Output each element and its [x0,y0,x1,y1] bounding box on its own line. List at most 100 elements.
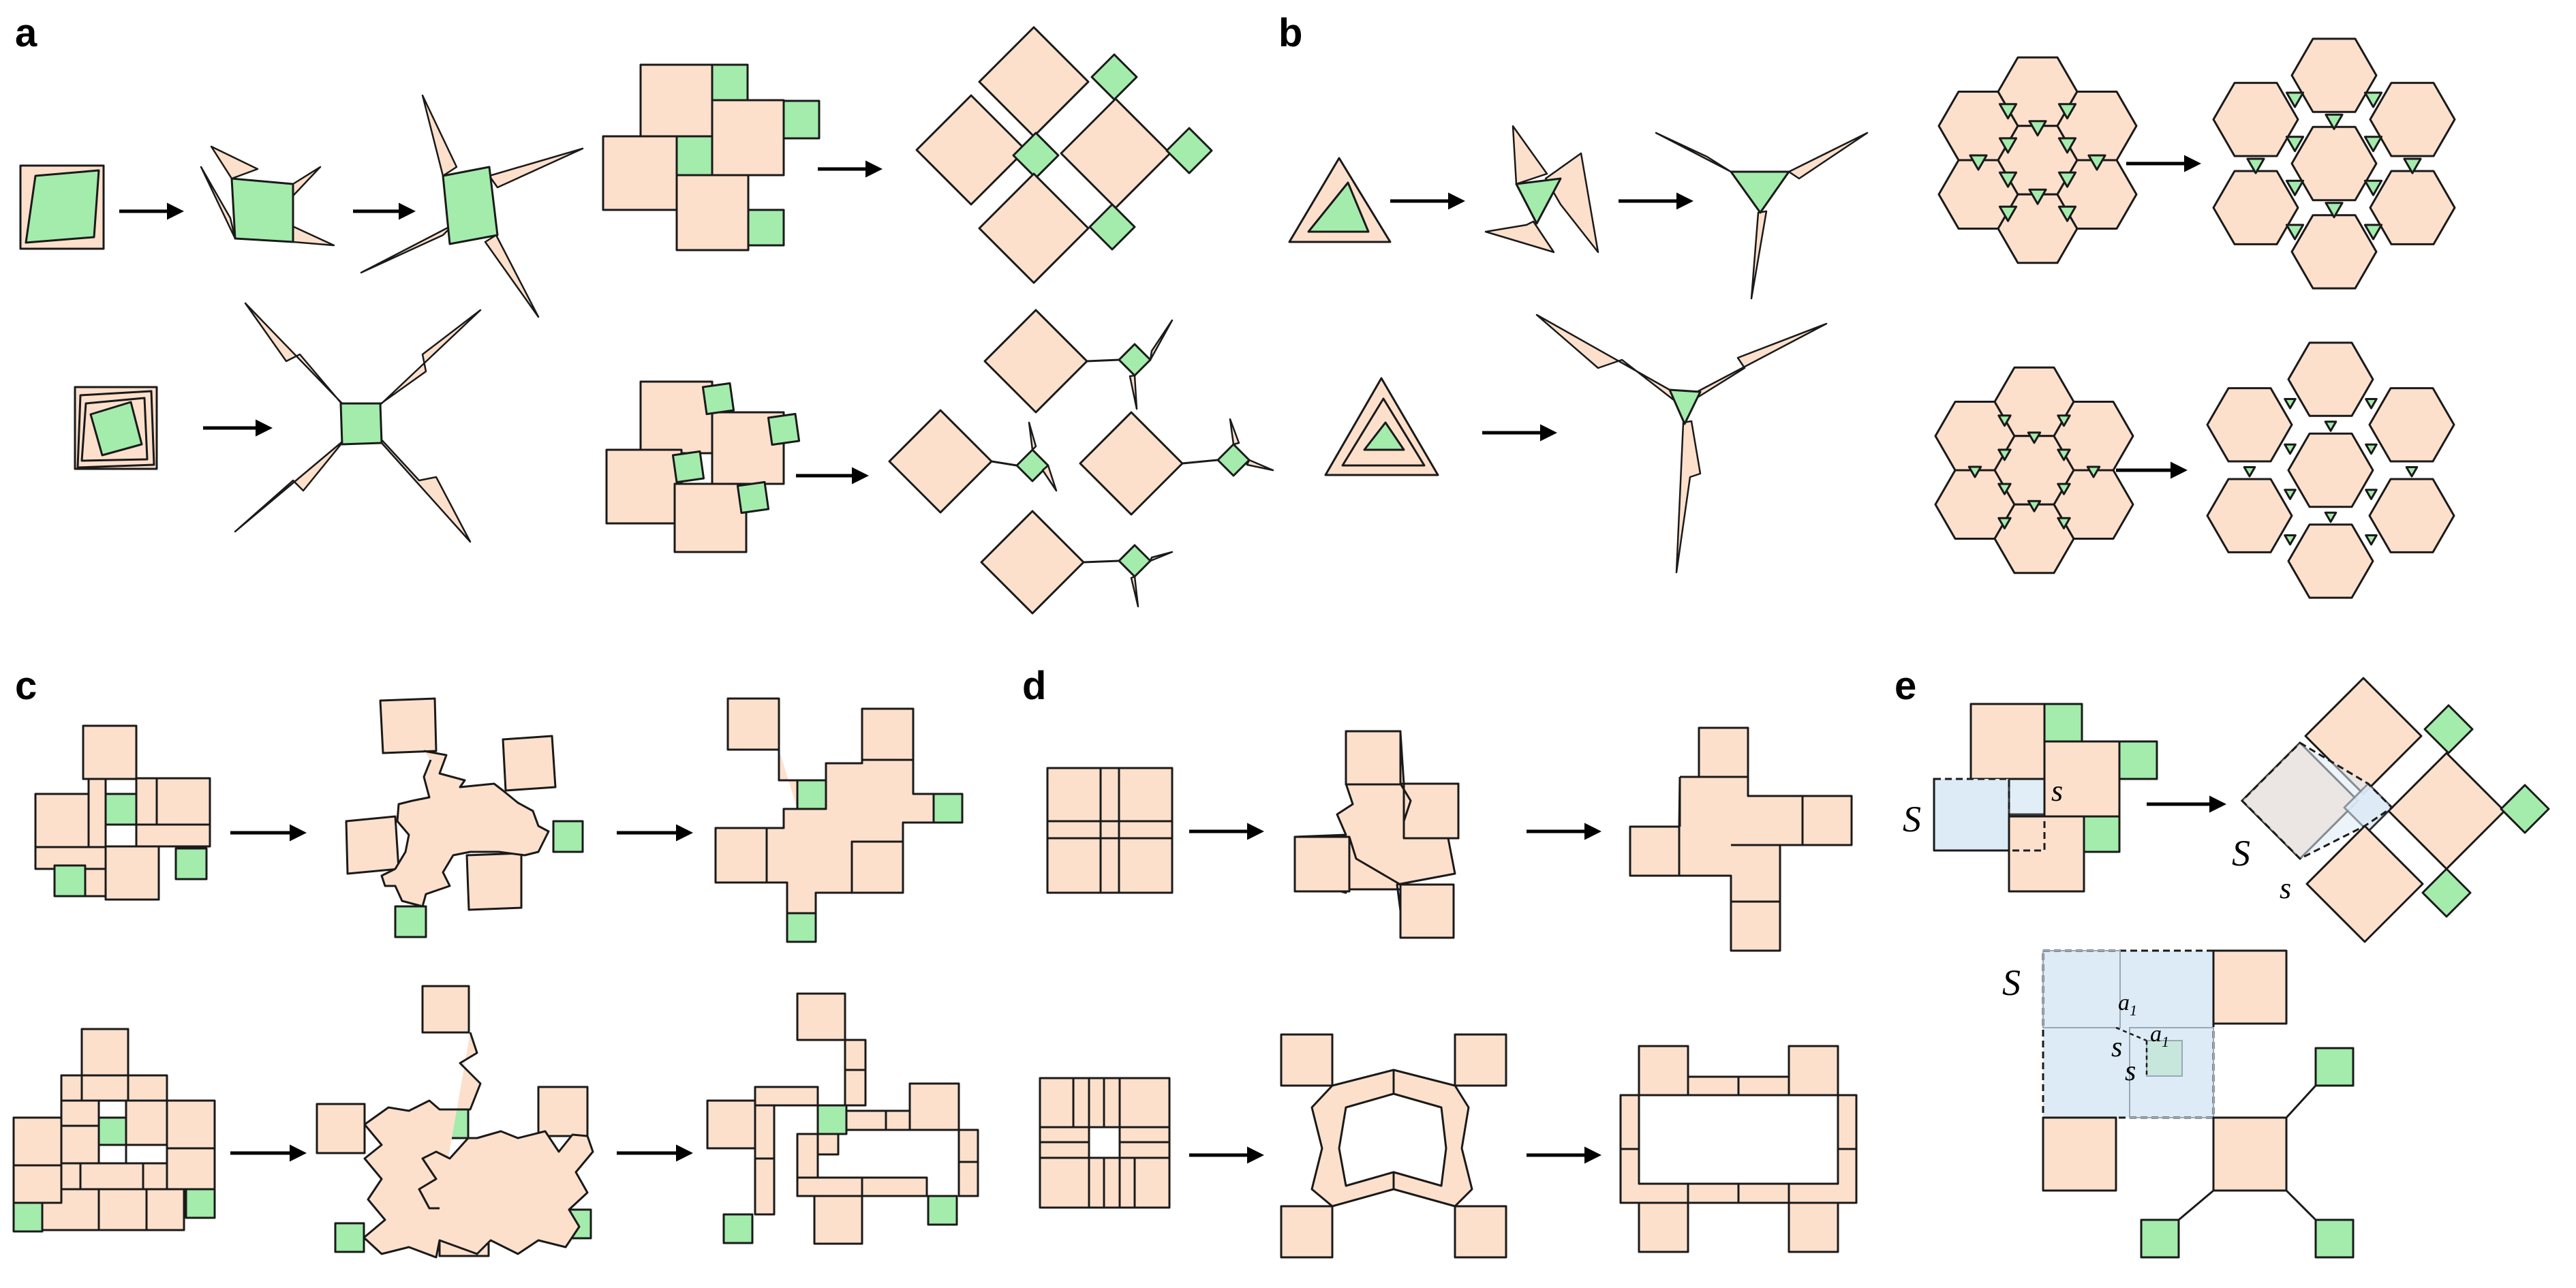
square-rotating-2 [360,94,584,318]
triangle-tile [2324,511,2337,523]
c-closed-2 [12,1028,216,1233]
triangle-tile [2057,171,2077,188]
label-s: s [2280,872,2291,905]
triangle-tile [2284,489,2297,500]
hexagon-tile [2053,469,2134,540]
hexagon-tile [2290,37,2378,113]
triangle-tile [2243,466,2256,478]
triangle-tile [2365,443,2378,455]
square-rotating-1 [200,145,335,247]
panel-d [1039,726,1858,1259]
hexagon-tile [2369,82,2456,157]
label-s: s [2111,1032,2122,1063]
triangle-tile [2086,465,2101,478]
label-s: s [2125,1056,2136,1087]
hexagon-tile [2369,170,2456,245]
triangle-tile [2057,103,2077,120]
panel-b [1288,37,2456,599]
kagome-lattice-open [2212,37,2456,290]
panel-label-b: b [1278,11,1302,55]
c-open-4 [706,992,979,1245]
label-S: S [1903,799,1921,840]
triangle-rotating-1 [1484,125,1599,254]
triangle-tile [2057,517,2071,530]
triangle-tile [2325,113,2344,130]
triangle-tile [1969,154,1988,171]
hexagon-tile [2368,387,2455,463]
e-unit-cell [2042,949,2355,1259]
triangle-tile [1967,465,1982,478]
square-lattice-closed-2 [605,380,801,553]
triangle-tile [2246,157,2265,174]
d-closed-2 [1039,1077,1171,1209]
c-closed-1 [34,724,211,901]
hexagon-tile [2368,478,2455,553]
triangle-tile [2087,154,2106,171]
triangle-tile [1997,517,2012,530]
triangle-closed-1 [1288,157,1392,243]
triangle-tile [1998,103,2018,120]
d-open-2 [1629,726,1853,952]
hexagon-tile [2212,82,2299,157]
d-open-3 [1280,1033,1507,1259]
hexagon-tile [2206,387,2293,463]
panel-label-c: c [15,664,37,708]
triangle-tile [2285,91,2305,108]
hexagon-tile [2287,341,2374,417]
c-open-3 [316,985,594,1259]
panel-a [19,26,1274,615]
label-S: S [2232,833,2250,874]
triangle-tile [2284,443,2297,455]
triangle-tile [2363,91,2383,108]
c-open-2 [714,697,964,943]
triangle-closed-2 [1324,377,1439,476]
hexagon-tile [2287,523,2374,599]
panel-label-d: d [1022,664,1046,708]
square-closed-1 [19,164,105,250]
triangle-tile [2284,398,2297,410]
hexagon-tile [2287,432,2374,508]
triangle-open-2 [1535,313,1828,574]
triangle-tile [2324,420,2337,432]
d-closed-1 [1046,767,1174,894]
triangle-tile [2057,448,2071,461]
triangle-tile [2285,224,2305,241]
triangle-tile [1997,414,2012,427]
label-a1: a1 [2150,1022,2169,1050]
triangle-tile [2285,179,2305,196]
d-open-4 [1619,1045,1858,1253]
square-lattice-open [915,26,1213,284]
square-open-2 [234,302,482,543]
triangle-tile [2028,188,2047,205]
triangle-tile [2057,482,2071,495]
triangle-tile [2365,398,2378,410]
triangle-tile [1997,482,2012,495]
label-s: s [2051,774,2063,808]
e-closed [1933,703,2158,893]
panel-c [12,697,979,1259]
hexagon-tile [2206,478,2293,553]
square-lattice-closed [602,63,821,251]
triangle-tile [2403,157,2422,174]
triangle-tile [2365,534,2378,546]
triangle-tile [2057,137,2077,154]
triangle-tile [2325,202,2344,219]
triangle-tile [2363,136,2383,153]
triangle-tile [1998,171,2018,188]
panel-label-e: e [1895,664,1916,708]
triangle-tile [2284,534,2297,546]
triangle-tile [2027,500,2042,512]
hexagon-tile [2056,159,2138,230]
triangle-tile [2028,120,2047,137]
panel-label-a: a [15,11,37,55]
panel-e: S s S s [1903,677,2550,1259]
triangle-rotating-2 [1655,132,1869,300]
square-lattice-open-2 [888,309,1274,615]
label-a1: a1 [2118,990,2137,1019]
hexagon-tile [2212,170,2299,245]
kagome-lattice-closed-2 [1934,366,2134,574]
triangle-tile [1998,205,2018,222]
triangle-tile [2365,489,2378,500]
triangle-tile [1997,448,2012,461]
